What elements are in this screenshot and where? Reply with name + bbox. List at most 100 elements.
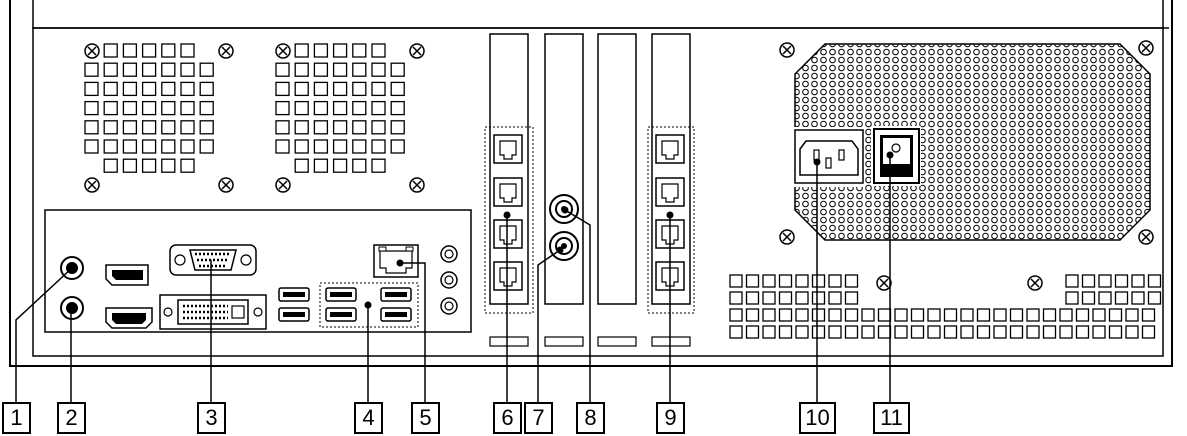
vent-hole: [861, 325, 875, 339]
vent-hole: [795, 291, 809, 305]
vent-hole: [141, 43, 157, 58]
vent-hole: [294, 62, 309, 77]
vent-hole: [103, 62, 118, 77]
vent-hole: [313, 43, 329, 58]
callout-7: 7: [524, 402, 553, 434]
vent-hole: [122, 43, 138, 58]
vent-hole: [332, 81, 348, 97]
vent-hole: [993, 325, 1007, 339]
usb-port: [278, 307, 310, 322]
coax-connector-bottom: [549, 231, 579, 261]
vent-hole: [103, 120, 118, 135]
vent-hole: [371, 43, 386, 58]
vent-hole: [1141, 308, 1156, 322]
vent-hole: [762, 308, 776, 322]
vent-hole: [844, 325, 859, 339]
vent-hole: [161, 158, 176, 173]
callout-2: 2: [57, 402, 86, 434]
vent-grid-left: [84, 43, 214, 173]
vent-hole: [199, 120, 214, 135]
vent-hole: [332, 62, 348, 77]
vent-hole: [199, 100, 214, 116]
leader-dots: [364, 151, 894, 309]
vent-hole: [371, 100, 386, 116]
callout-4: 4: [354, 402, 383, 434]
vent-hole: [122, 139, 138, 154]
vent-hole: [180, 100, 195, 116]
vent-hole: [275, 81, 290, 97]
vent-hole: [910, 308, 925, 322]
vent-hole: [122, 158, 138, 173]
vent-hole: [332, 158, 348, 173]
expansion-slot-2: [544, 33, 584, 305]
vent-hole: [371, 139, 386, 154]
callout-10: 10: [799, 402, 836, 434]
vent-hole: [180, 139, 195, 154]
vent-grid-center: [275, 43, 405, 173]
vent-hole: [976, 308, 991, 322]
vent-hole: [894, 308, 908, 322]
vent-hole: [1075, 325, 1090, 339]
vent-hole: [390, 81, 405, 97]
vent-hole: [828, 274, 842, 288]
vent-hole: [103, 81, 118, 97]
vent-hole: [371, 81, 386, 97]
audio-jacks: [440, 245, 458, 315]
vent-hole: [199, 139, 214, 154]
vent-hole: [795, 308, 809, 322]
power-switch: [873, 128, 920, 184]
callout-6: 6: [493, 402, 522, 434]
vent-grid-psu-bottom: [729, 274, 1162, 339]
vent-hole: [84, 62, 99, 77]
vent-hole: [1147, 291, 1162, 305]
vent-hole: [352, 139, 367, 154]
vent-hole: [294, 100, 309, 116]
vent-hole: [141, 158, 157, 173]
vent-hole: [1081, 274, 1096, 288]
vent-hole: [332, 43, 348, 58]
displayport-port: [105, 264, 149, 286]
dvi-port: [159, 294, 267, 330]
vent-hole: [313, 81, 329, 97]
vent-hole: [275, 100, 290, 116]
vent-hole: [828, 291, 842, 305]
screw-icon: [409, 177, 425, 193]
vent-hole: [294, 139, 309, 154]
vent-hole: [294, 43, 309, 58]
vent-hole: [778, 274, 793, 288]
vent-hole: [180, 62, 195, 77]
vga-port: [169, 244, 257, 276]
vent-hole: [294, 81, 309, 97]
vent-hole: [729, 274, 743, 288]
vent-hole: [762, 325, 776, 339]
screw-icon: [409, 43, 425, 59]
vent-hole: [141, 100, 157, 116]
vent-hole: [795, 325, 809, 339]
vent-hole: [313, 139, 329, 154]
vent-hole: [371, 62, 386, 77]
vent-hole: [103, 158, 118, 173]
vent-hole: [1098, 291, 1112, 305]
callout-5: 5: [411, 402, 440, 434]
vent-hole: [371, 158, 386, 173]
vent-hole: [729, 291, 743, 305]
screw-icon: [779, 42, 795, 58]
vent-hole: [180, 120, 195, 135]
vent-hole: [390, 120, 405, 135]
vent-hole: [844, 274, 859, 288]
vent-hole: [84, 100, 99, 116]
vent-hole: [275, 139, 290, 154]
vent-hole: [1141, 325, 1156, 339]
vent-hole: [84, 139, 99, 154]
vent-hole: [141, 81, 157, 97]
vent-hole: [161, 100, 176, 116]
vent-hole: [1009, 308, 1024, 322]
vent-hole: [103, 43, 118, 58]
vent-hole: [762, 274, 776, 288]
vent-hole: [161, 43, 176, 58]
vent-hole: [84, 120, 99, 135]
vent-hole: [1098, 274, 1112, 288]
vent-hole: [161, 81, 176, 97]
callout-8: 8: [576, 402, 605, 434]
